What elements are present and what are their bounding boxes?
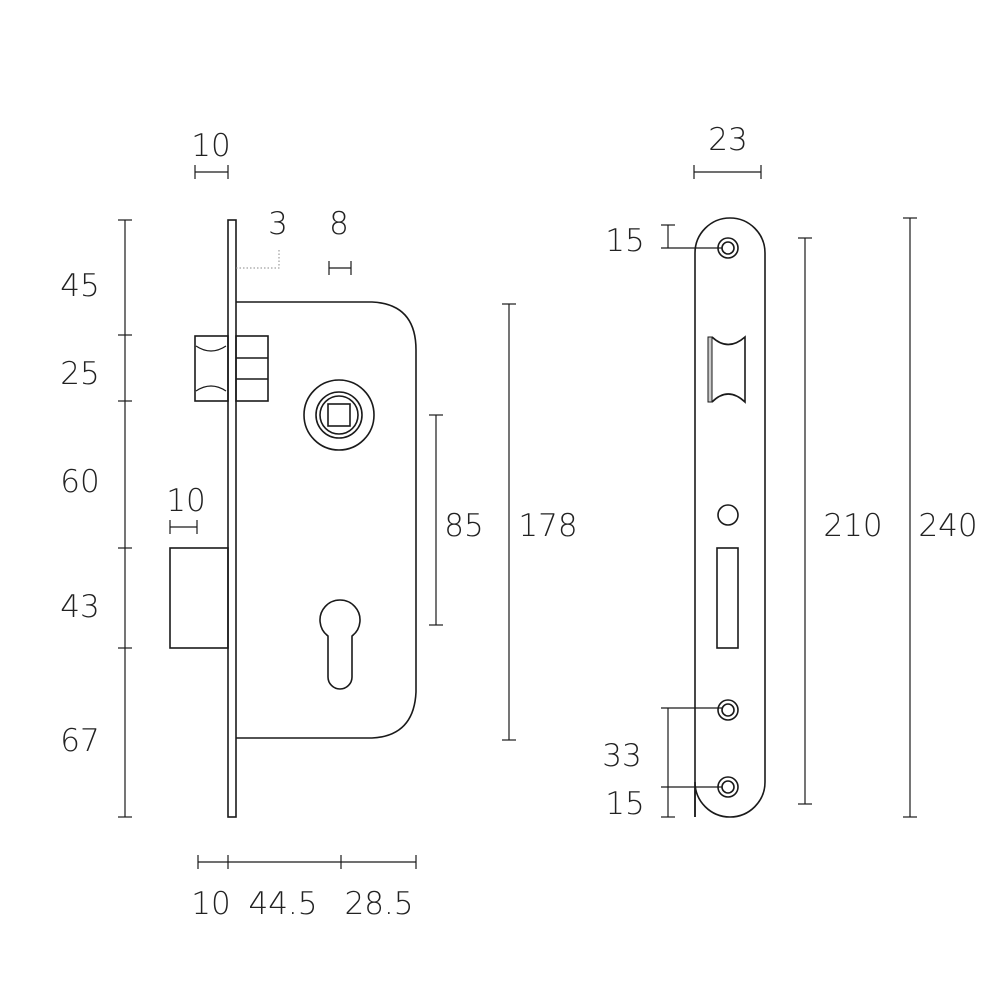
side-view: 45 25 60 43 67 10 3 8 10 (60, 128, 577, 922)
cylinder-keyhole (319, 599, 361, 690)
screw-hole-middle (717, 699, 739, 721)
dim-label: 240 (918, 508, 977, 544)
front-view: 23 15 33 15 210 240 (602, 122, 977, 822)
dim-label: 10 (166, 483, 205, 519)
dim-label: 10 (191, 128, 230, 164)
hub-offset-dimension: 8 (328, 206, 352, 275)
dim-label: 85 (444, 508, 483, 544)
plate-width-dimension: 23 (693, 122, 762, 179)
latch-projection-dimension: 3 (236, 206, 288, 269)
dim-label: 33 (602, 738, 641, 774)
dim-label: 45 (60, 268, 99, 304)
spindle-hub (303, 379, 375, 451)
dim-label: 67 (60, 723, 99, 759)
faceplate-front (694, 217, 766, 818)
dim-label: 15 (605, 223, 644, 259)
faceplate-thickness-dimension: 10 (191, 128, 231, 179)
height-dimension-chain: 45 25 60 43 67 (60, 219, 132, 818)
dim-label: 178 (518, 508, 577, 544)
case-height-dimension: 178 (502, 303, 578, 741)
bottom-width-dimension-chain: 10 44.5 28.5 (191, 855, 417, 922)
bolt-projection-dimension: 10 (166, 483, 206, 534)
screw-span-dimension: 210 (798, 237, 883, 805)
dim-label: 25 (60, 356, 99, 392)
latch-bolt (194, 335, 269, 402)
faceplate (227, 219, 237, 818)
latch-opening (707, 335, 746, 404)
top-screw-offset-dimension: 15 (605, 223, 722, 259)
dim-label: 10 (191, 886, 230, 922)
dim-label: 60 (60, 464, 99, 500)
dim-label: 15 (605, 786, 644, 822)
screw-spacing-dimension: 33 15 (602, 707, 722, 822)
follower-hole (717, 504, 739, 526)
deadbolt (169, 547, 229, 649)
backset-85-dimension: 85 (429, 414, 484, 626)
dim-label: 8 (329, 206, 349, 242)
plate-height-dimension: 240 (903, 217, 978, 818)
dim-label: 210 (823, 508, 882, 544)
dim-label: 3 (268, 206, 288, 242)
dim-label: 44.5 (248, 886, 317, 922)
dim-label: 28.5 (344, 886, 413, 922)
dim-label: 43 (60, 589, 99, 625)
lock-case (236, 301, 417, 739)
deadbolt-opening (716, 547, 739, 649)
dim-label: 23 (708, 122, 747, 158)
